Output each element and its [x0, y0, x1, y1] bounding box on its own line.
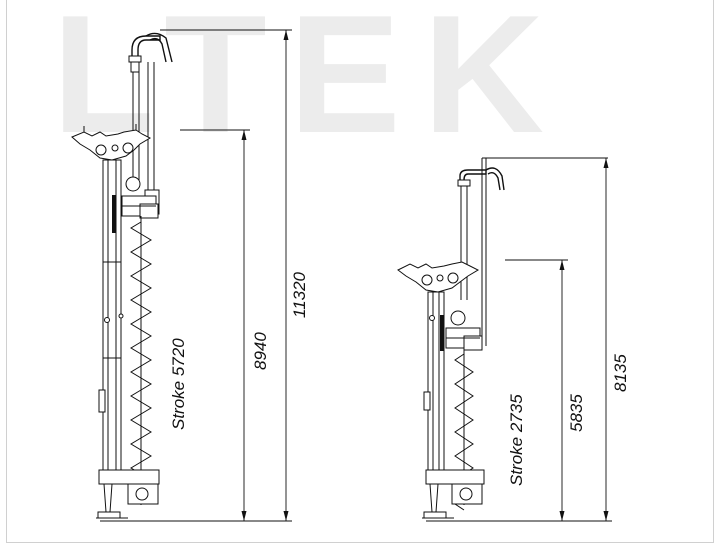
right-mast-height-value: 5835 [567, 394, 586, 432]
right-dimensions [426, 158, 612, 522]
right-total-height-value: 8135 [611, 354, 630, 392]
right-drill-rig [397, 157, 608, 519]
left-total-height-value: 11320 [290, 271, 309, 318]
left-mast-height-value: 8940 [251, 332, 270, 370]
left-dimensions [100, 29, 292, 522]
left-drill-rig [71, 32, 173, 519]
right-stroke-label: Stroke 2735 [507, 394, 526, 486]
left-stroke-label: Stroke 5720 [169, 338, 188, 430]
